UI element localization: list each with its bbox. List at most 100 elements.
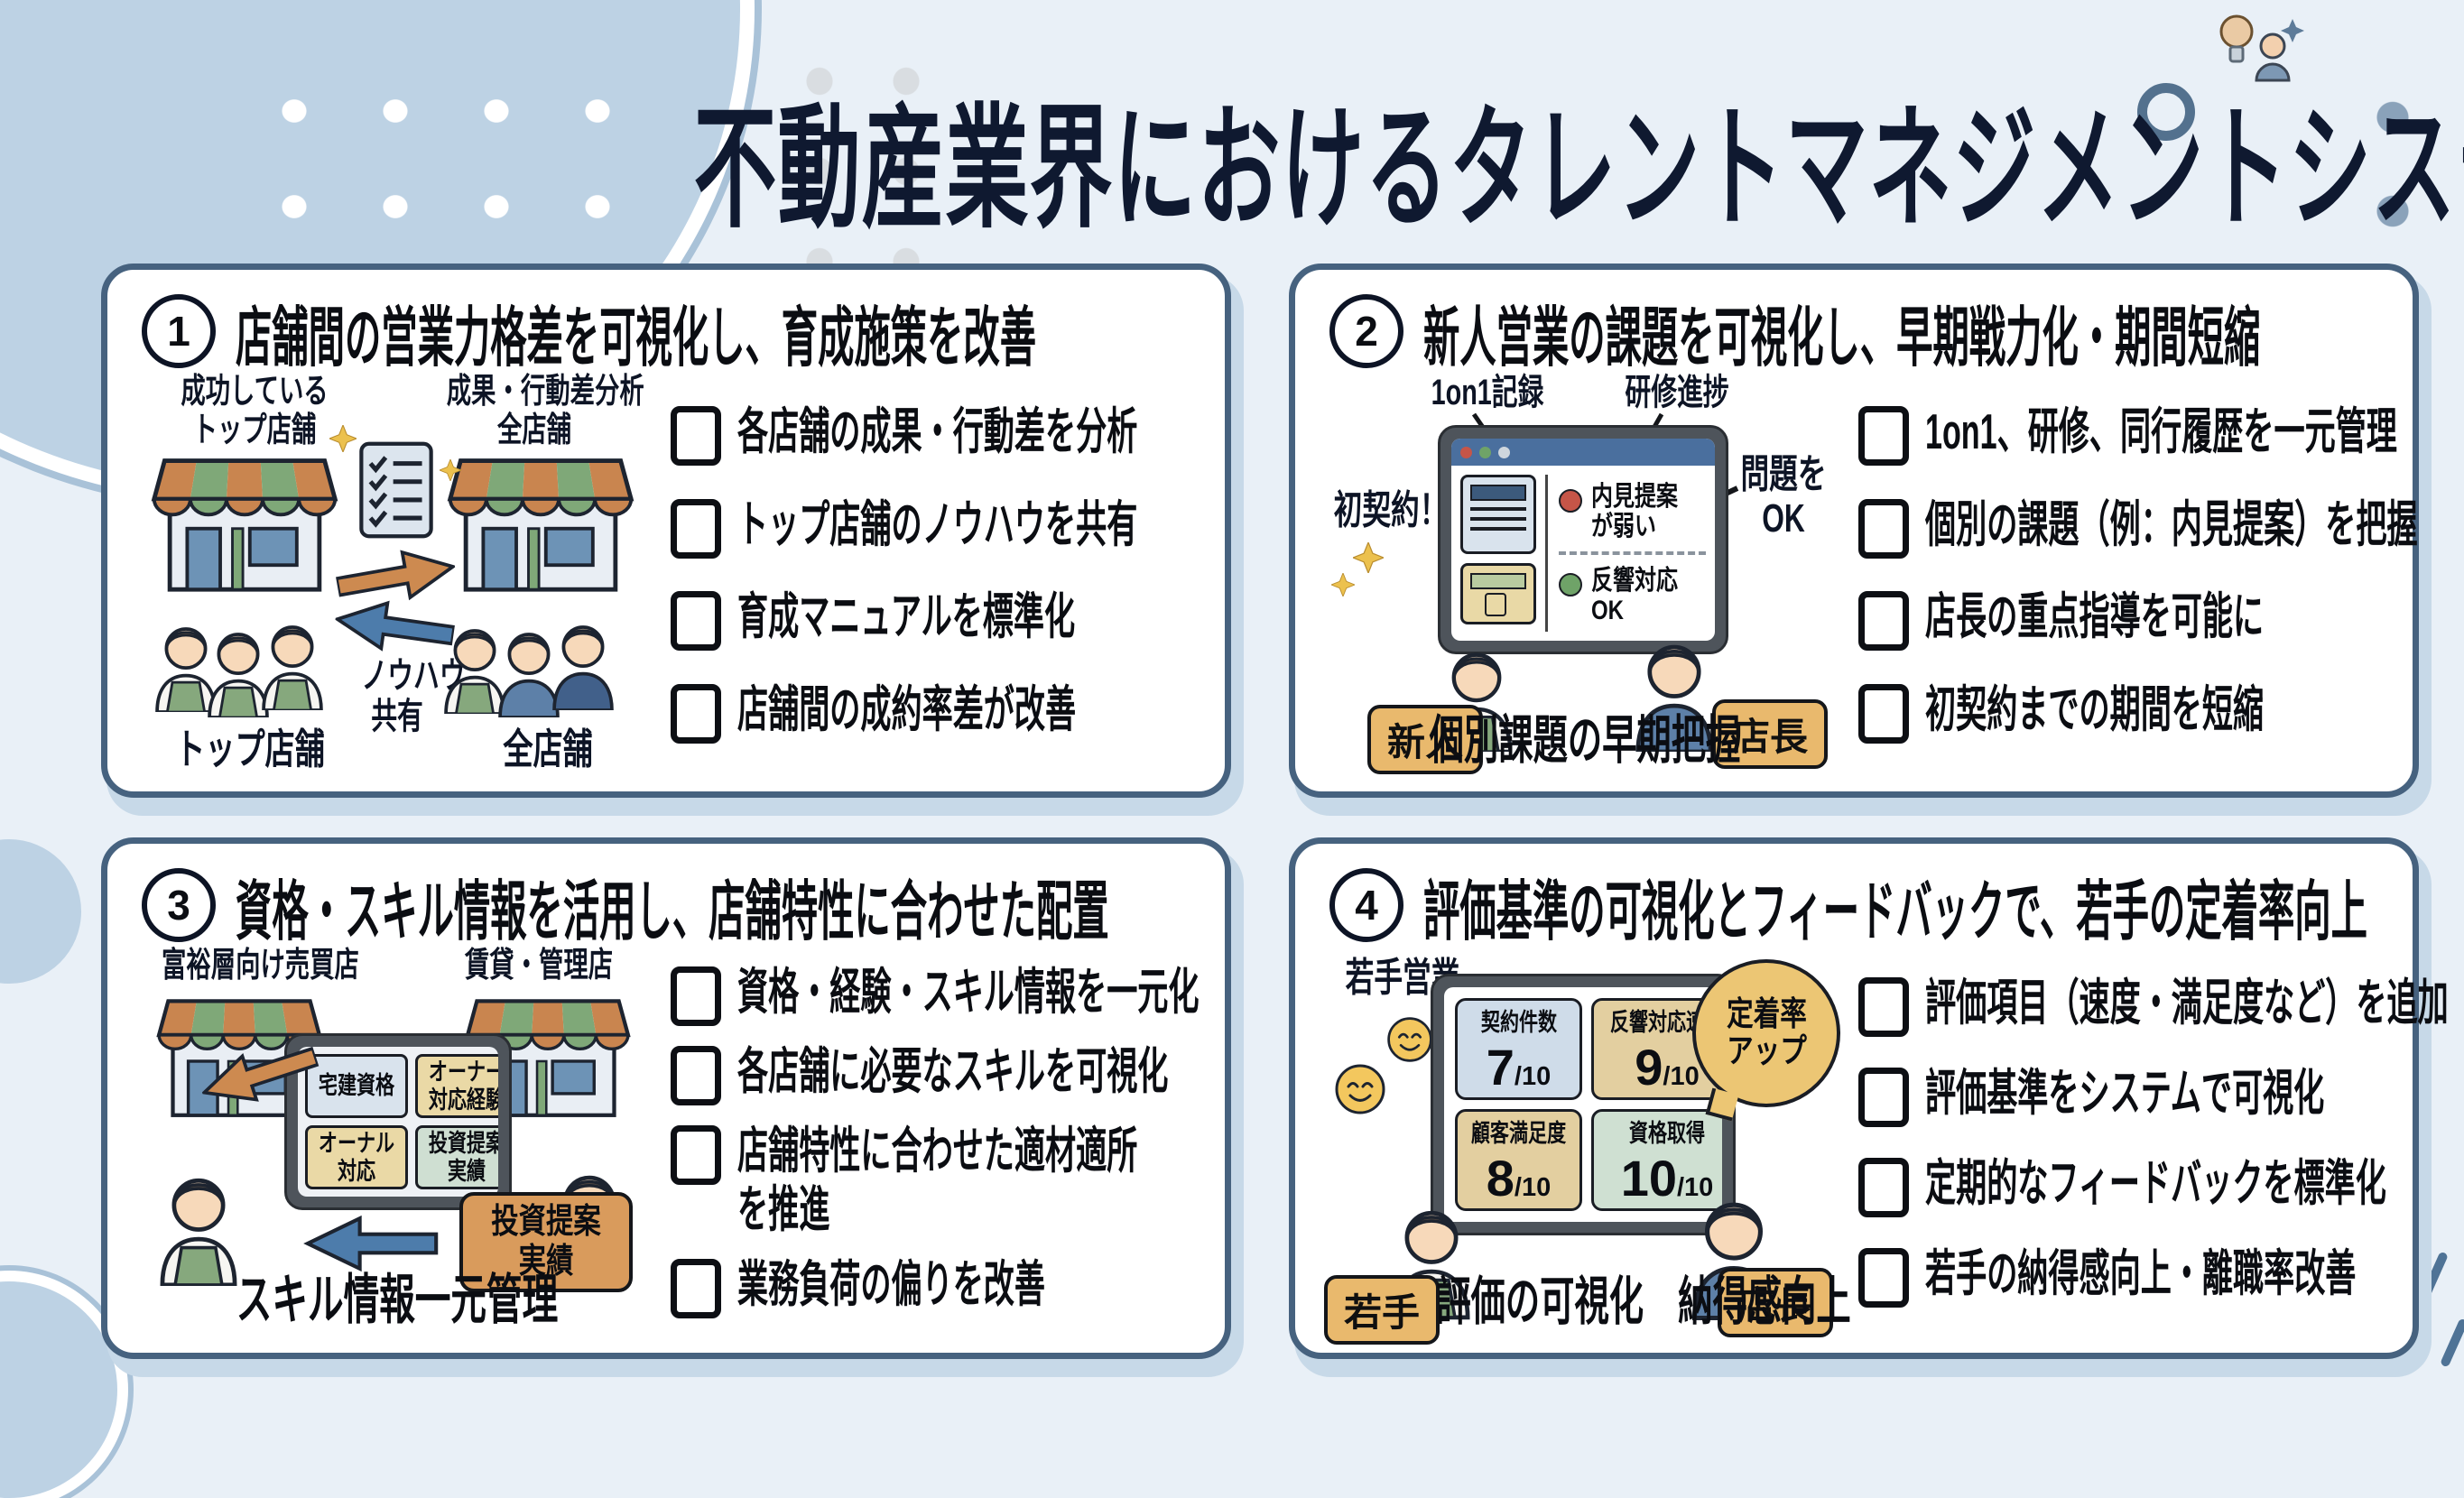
checkbox-icon	[671, 591, 721, 652]
checklist-item: 個別の課題（例：内見提案）を把握	[1858, 495, 2464, 559]
storefront-icon	[445, 448, 636, 596]
panel-1-checklist: 各店舗の成果・行動差を分析 トップ店舗のノウハウを共有 育成マニュアルを標準化 …	[667, 373, 1383, 773]
panel-4-header: 4 評価基準の可視化とフィードバックで、若手の定着率向上	[1329, 864, 2378, 948]
panel-2-new-sales: 2 新人営業の課題を可視化し、早期戦力化・期間短縮 1on1記録 研修進捗 初契…	[1289, 264, 2419, 798]
retention-bubble: 定着率アップ	[1692, 959, 1840, 1107]
checklist-item: 若手の納得感向上・離職率改善	[1858, 1244, 2464, 1308]
checkbox-icon	[1858, 684, 1909, 744]
panel-3-illustration: 富裕層向け売買店 賃貸・管理店 宅建資格 オーナー対応経験 オーナル対応 投資提…	[142, 947, 653, 1335]
titlebar-dot-green	[1479, 446, 1491, 458]
label-luxury-store: 富裕層向け売買店	[162, 947, 359, 985]
badge-manager: 店長	[1718, 1268, 1834, 1337]
titlebar-dot-gray	[1498, 446, 1510, 458]
badge-newcomer: 新人	[1367, 705, 1484, 774]
panel-2-header: 2 新人営業の課題を可視化し、早期戦力化・期間短縮	[1329, 290, 2378, 374]
checklist-item-label: 評価項目（速度・満足度など）を追加	[1925, 975, 2449, 1031]
panel-4-evaluation: 4 評価基準の可視化とフィードバックで、若手の定着率向上 若手営業 契約件数 7…	[1289, 837, 2449, 1359]
skill-chip: オーナー対応経験	[415, 1054, 498, 1118]
checkbox-icon	[1858, 405, 1909, 466]
checkbox-icon	[671, 1046, 721, 1106]
page-title-text: 不動産業界におけるタレントマネジメントシステム導入事例	[693, 95, 2464, 244]
sparkle-icon	[329, 425, 357, 452]
checklist-item: 店舗間の成約率差が改善	[671, 680, 1383, 744]
checklist-item-label: 1on1、研修、同行履歴を一元管理	[1925, 402, 2397, 459]
checklist-item-label: 店舗特性に合わせた適材適所 を推進	[737, 1123, 1138, 1237]
checklist-item: 評価基準をシステムで可視化	[1858, 1064, 2464, 1127]
label-top-store: 成功しているトップ店舗	[181, 373, 329, 449]
panel-4-illustration: 若手営業 契約件数 7/10 反響対応速度 9/10	[1324, 947, 1851, 1345]
sparkle-icon	[440, 459, 461, 481]
checklist-item: 店長の重点指導を可能に	[1858, 587, 2464, 652]
panel-3-heading: 資格・スキル情報を活用し、店舗特性に合わせた配置	[236, 875, 1109, 948]
checklist-item: 業務負荷の偏りを改善	[671, 1255, 1482, 1318]
smiley-icon	[1387, 1017, 1432, 1062]
status-green-icon	[1559, 572, 1582, 596]
badge-young: 若手	[1324, 1275, 1440, 1345]
checklist-item-label: トップ店舗のノウハウを共有	[737, 495, 1138, 552]
tablet-device: 宅建資格 オーナー対応経験 オーナル対応 投資提案実績	[284, 1033, 512, 1210]
decor-dots-gray	[776, 36, 948, 298]
decor-circle-bottom-left	[0, 1281, 117, 1498]
panel-1-store-gap: 1 店舗間の営業力格差を可視化し、育成施策を改善 成功しているトップ店舗 成果・…	[101, 264, 1231, 798]
issue-row-weak: 内見提案が弱い	[1559, 482, 1706, 541]
panel-2-caption: 個別課題の早期把握	[1429, 711, 1741, 770]
checkbox-icon	[1858, 1068, 1909, 1127]
metric-card: 資格取得 10/10	[1591, 1109, 1722, 1211]
checklist-item-label: 育成マニュアルを標準化	[737, 588, 1076, 645]
label-analysis-all-stores: 成果・行動差分析全店舗	[446, 373, 644, 449]
panel-2-checklist: 1on1、研修、同行履歴を一元管理 個別の課題（例：内見提案）を把握 店長の重点…	[1855, 373, 2464, 773]
checklist-item-label: 個別の課題（例：内見提案）を把握	[1925, 495, 2418, 552]
panel-1-header: 1 店舗間の営業力格差を可視化し、育成施策を改善	[142, 290, 1190, 374]
checkbox-icon	[1858, 977, 1909, 1037]
tag-investment-record: 投資提案実績	[459, 1192, 634, 1293]
panel-3-skill-placement: 3 資格・スキル情報を活用し、店舗特性に合わせた配置 富裕層向け売買店 賃貸・管…	[101, 837, 1231, 1359]
titlebar-dot-red	[1460, 446, 1472, 458]
checkbox-icon	[1858, 1248, 1909, 1308]
checklist-item: 資格・経験・スキル情報を一元化	[671, 963, 1482, 1027]
metric-card: 契約件数 7/10	[1455, 998, 1582, 1100]
checkbox-icon	[671, 966, 721, 1027]
checklist-item: 初契約までの期間を短縮	[1858, 680, 2464, 744]
checklist-item-label: 店舗間の成約率差が改善	[737, 681, 1077, 738]
record-card	[1460, 475, 1536, 554]
checkbox-icon	[671, 1258, 721, 1318]
page-title: 不動産業界におけるタレントマネジメントシステム導入事例	[0, 60, 2464, 254]
panel-3-checklist: 資格・経験・スキル情報を一元化 各店舗に必要なスキルを可視化 店舗特性に合わせた…	[667, 947, 1482, 1335]
label-knowhow-share: ノウハウ共有	[361, 656, 466, 736]
panel-3-caption: スキル情報一元管理	[236, 1270, 559, 1330]
staff-person-icon	[552, 625, 614, 710]
panel-4-caption: 評価の可視化 納得感向上	[1436, 1272, 1851, 1331]
checklist-item: 店舗特性に合わせた適材適所 を推進	[671, 1122, 1482, 1239]
tablet-device: 契約件数 7/10 反響対応速度 9/10 顧客満足度 8/10 資格取得	[1431, 974, 1736, 1235]
skill-chip: 宅建資格	[305, 1054, 408, 1118]
sparkle-icon	[1353, 542, 1384, 573]
panel-2-number: 2	[1329, 294, 1403, 368]
metric-card: 顧客満足度 8/10	[1455, 1109, 1582, 1211]
decor-circle-left	[0, 839, 81, 984]
checkbox-icon	[1858, 498, 1909, 559]
checklist-item-label: 各店舗の成果・行動差を分析	[737, 402, 1138, 459]
storefront-icon	[149, 448, 340, 596]
label-all-stores-bottom: 全店舗	[503, 726, 593, 772]
panel-1-heading: 店舗間の営業力格差を可視化し、育成施策を改善	[236, 301, 1037, 374]
label-rental-store: 賃貸・管理店	[464, 947, 614, 985]
label-training-progress: 研修進捗	[1625, 373, 1729, 412]
panel-3-header: 3 資格・スキル情報を活用し、店舗特性に合わせた配置	[142, 864, 1190, 948]
checklist-item: 育成マニュアルを標準化	[671, 587, 1383, 652]
panel-1-illustration: 成功しているトップ店舗 成果・行動差分析全店舗 ノウハウ共有 トップ店舗	[142, 373, 653, 773]
checkbox-icon	[671, 405, 721, 466]
panel-2-illustration: 1on1記録 研修進捗 初契約！	[1329, 373, 1840, 774]
checklist-item-label: 店長の重点指導を可能に	[1925, 588, 2265, 645]
property-photo-card	[1460, 563, 1536, 624]
checklist-item-label: 資格・経験・スキル情報を一元化	[737, 964, 1200, 1021]
checkbox-icon	[671, 684, 721, 744]
checklist-item-label: 若手の納得感向上・離職率改善	[1925, 1245, 2357, 1301]
sparkle-icon	[1331, 573, 1355, 596]
checklist-item-label: 定期的なフィードバックを標準化	[1925, 1155, 2386, 1211]
checklist-item: 定期的なフィードバックを標準化	[1858, 1154, 2464, 1217]
checkbox-icon	[671, 498, 721, 559]
checklist-item: 各店舗に必要なスキルを可視化	[671, 1042, 1482, 1106]
